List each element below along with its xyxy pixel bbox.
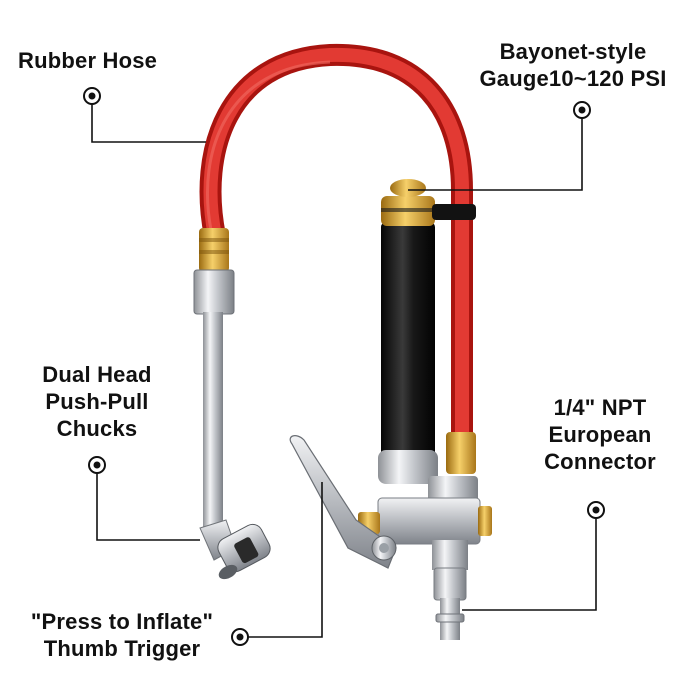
npt-connector — [433, 567, 467, 601]
marker-gauge — [573, 101, 591, 119]
label-gauge: Bayonet-style Gauge10~120 PSI — [479, 39, 667, 91]
leader-trigger — [240, 482, 323, 638]
marker-rubber-hose — [83, 87, 101, 105]
dual-head-chuck — [199, 519, 271, 580]
marker-chucks — [88, 456, 106, 474]
barrel-collar — [378, 450, 438, 484]
valve-body — [377, 497, 481, 545]
thumb-trigger — [289, 435, 397, 569]
hex-nut — [193, 269, 235, 315]
marker-trigger — [231, 628, 249, 646]
label-chucks: Dual Head Push-Pull Chucks — [42, 362, 152, 441]
leader-rubber-hose — [91, 96, 206, 143]
brass-fitting-right — [446, 432, 476, 474]
extension-tube — [203, 312, 223, 532]
leader-gauge — [408, 110, 583, 191]
gauge-cap — [390, 179, 426, 197]
leader-chucks — [96, 465, 200, 541]
leader-connector — [462, 510, 597, 611]
label-connector: 1/4" NPT European Connector — [544, 395, 656, 474]
label-rubber-hose: Rubber Hose — [18, 48, 158, 73]
hose-clamp — [432, 204, 476, 220]
gauge-barrel — [381, 222, 435, 458]
rubber-hose-highlight — [203, 47, 469, 449]
label-trigger: "Press to Inflate" Thumb Trigger — [30, 609, 214, 661]
marker-connector — [587, 501, 605, 519]
